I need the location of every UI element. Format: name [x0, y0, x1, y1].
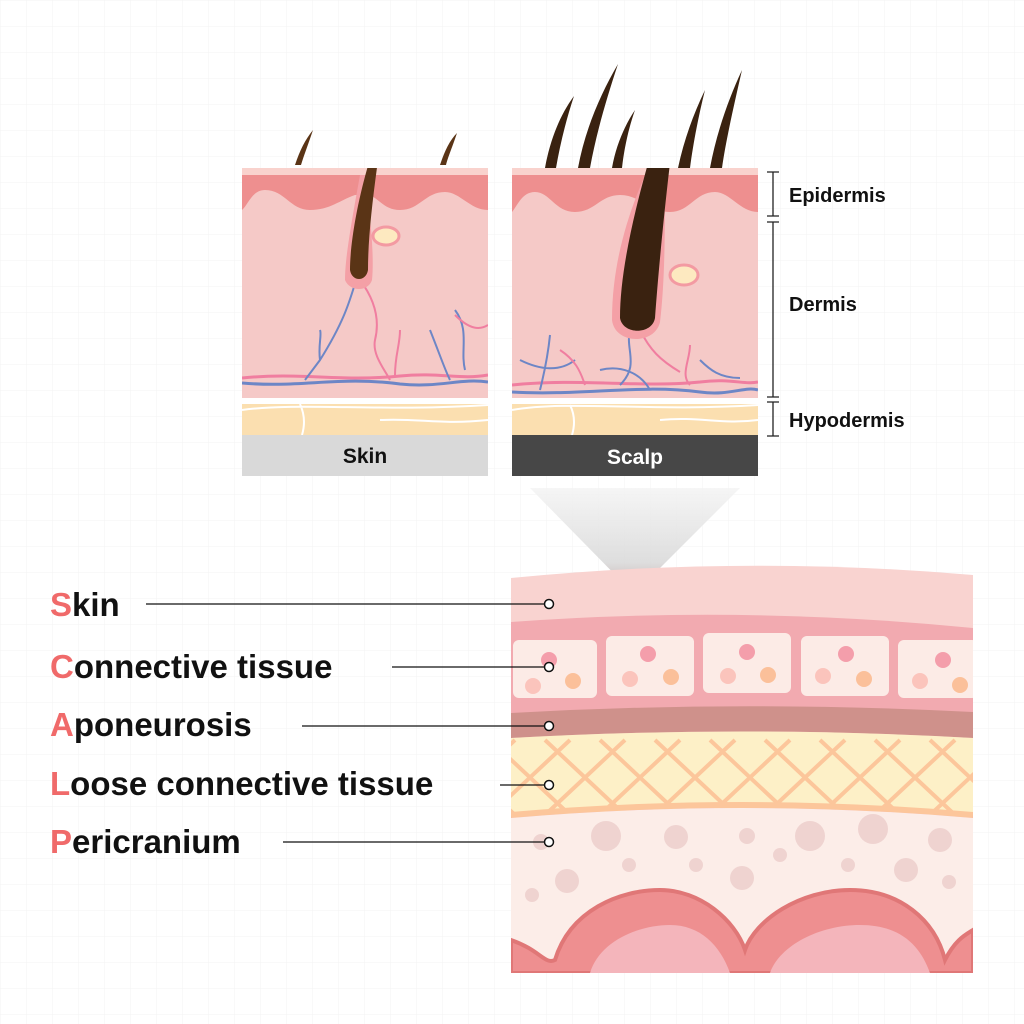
label-initial: S	[50, 586, 72, 623]
label-text: Aponeurosis	[50, 706, 252, 743]
scalp-layers-illustration	[511, 565, 973, 973]
label-rest: ericranium	[72, 823, 241, 860]
label-loose-connective-tissue: Loose connective tissue	[50, 765, 555, 802]
label-aponeurosis: Aponeurosis	[50, 706, 555, 743]
epidermis-label: Epidermis	[789, 185, 886, 207]
label-pericranium: Pericranium	[50, 823, 555, 860]
label-skin: Skin	[50, 586, 555, 623]
scalp-layer-labels: Skin Connective tissue Aponeurosis Loose…	[50, 586, 555, 860]
label-rest: onnective tissue	[74, 648, 333, 685]
skin-caption-bar	[242, 435, 488, 476]
zoom-indicator	[530, 488, 740, 594]
scalp-hairs	[545, 64, 742, 168]
leader-dot	[543, 779, 555, 791]
label-rest: poneurosis	[74, 706, 252, 743]
label-initial: L	[50, 765, 70, 802]
scalp-caption: Scalp	[607, 446, 663, 469]
hypodermis-label: Hypodermis	[789, 410, 905, 432]
skin-cross-section	[242, 168, 488, 436]
scalp-cross-section	[512, 168, 758, 436]
label-text: Connective tissue	[50, 648, 332, 685]
label-initial: C	[50, 648, 74, 685]
label-rest: kin	[72, 586, 120, 623]
leader-dot	[543, 598, 555, 610]
label-text: Loose connective tissue	[50, 765, 433, 802]
leader-dot	[543, 661, 555, 673]
dermis-label: Dermis	[789, 294, 857, 316]
mesh-lines	[511, 738, 973, 817]
leader-dot	[543, 836, 555, 848]
label-rest: oose connective tissue	[70, 765, 433, 802]
leader-dot	[543, 720, 555, 732]
label-text: Skin	[50, 586, 120, 623]
scalp-caption-bar	[512, 435, 758, 476]
skin-caption: Skin	[343, 445, 387, 468]
label-initial: A	[50, 706, 74, 743]
label-connective-tissue: Connective tissue	[50, 648, 555, 685]
layer-brackets	[767, 171, 779, 437]
label-text: Pericranium	[50, 823, 241, 860]
label-initial: P	[50, 823, 72, 860]
